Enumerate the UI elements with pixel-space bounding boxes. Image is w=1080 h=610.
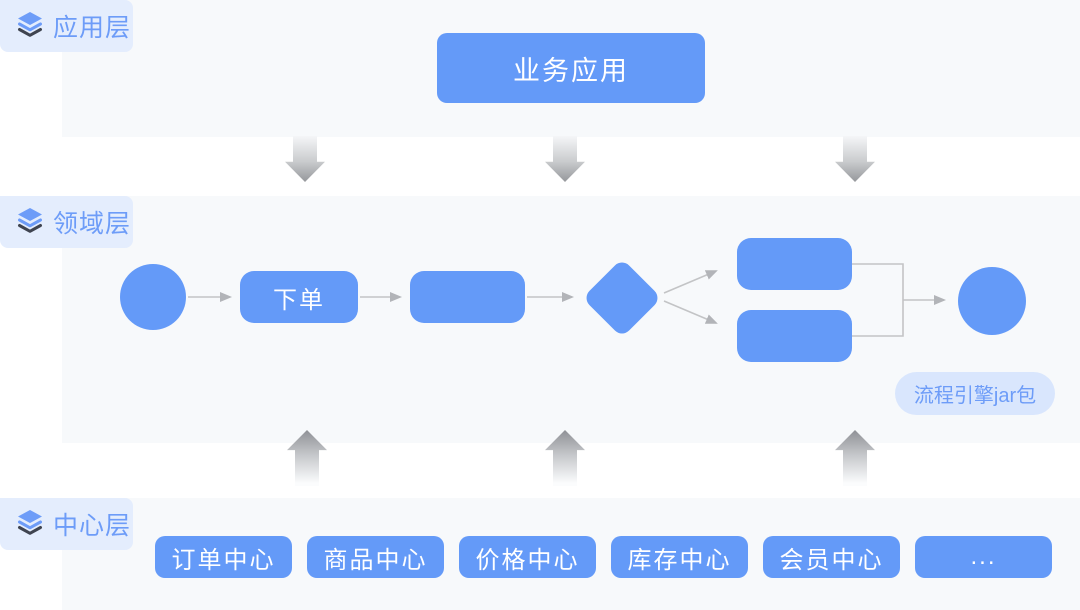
- application-layer-badge: 应用层: [0, 0, 133, 52]
- center-node-product: 商品中心: [307, 536, 444, 578]
- start-node: [120, 264, 186, 330]
- domain-layer-band: 下单 流程引擎jar包: [62, 196, 1080, 443]
- business-app-node: 业务应用: [437, 33, 705, 103]
- engine-jar-pill: 流程引擎jar包: [895, 372, 1055, 415]
- layers-icon: [16, 508, 44, 541]
- down-arrow-icon: [285, 136, 325, 182]
- end-node: [958, 267, 1026, 335]
- down-arrow-icon: [835, 136, 875, 182]
- process-node: [410, 271, 525, 323]
- flow-connectors: [188, 263, 946, 337]
- layers-icon: [16, 10, 44, 43]
- branch-node-bottom: [737, 310, 852, 362]
- centers-row: 订单中心 商品中心 价格中心 库存中心 会员中心 ...: [155, 536, 1052, 578]
- domain-layer-label: 领域层: [53, 210, 132, 238]
- application-layer-label: 应用层: [53, 14, 132, 42]
- center-node-order: 订单中心: [155, 536, 292, 578]
- branch-node-top: [737, 238, 852, 290]
- domain-layer-badge: 领域层: [0, 196, 133, 248]
- center-node-price: 价格中心: [459, 536, 596, 578]
- center-layer-label: 中心层: [53, 512, 132, 540]
- center-node-member: 会员中心: [763, 536, 900, 578]
- center-node-more: ...: [915, 536, 1052, 578]
- center-layer-badge: 中心层: [0, 498, 133, 550]
- order-step-node: 下单: [240, 271, 358, 323]
- down-arrow-icon: [545, 136, 585, 182]
- layers-icon: [16, 206, 44, 239]
- center-node-inventory: 库存中心: [611, 536, 748, 578]
